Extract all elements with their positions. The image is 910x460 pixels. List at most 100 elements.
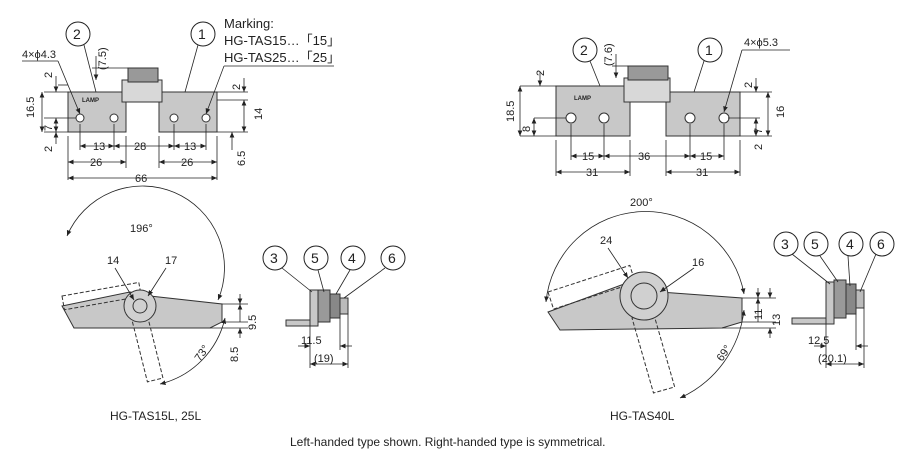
dim-2a: 2 — [43, 72, 55, 78]
dim-14: 14 — [253, 108, 265, 120]
callout-1-large — [697, 37, 723, 63]
dim-14: 14 — [107, 255, 119, 267]
dim-7-6: (7.6) — [603, 43, 615, 66]
callout-3-large — [773, 231, 799, 257]
dim-7-5: (7.5) — [97, 47, 109, 70]
marking-title: Marking: — [224, 16, 274, 31]
dim-18-5: 18.5 — [505, 101, 517, 122]
dim-6-5: 6.5 — [236, 151, 248, 166]
dim-19: (19) — [314, 353, 334, 365]
dim-12-5: 12.5 — [808, 335, 829, 347]
end-view-small: 11.5 (19) 3 5 4 6 — [262, 245, 406, 368]
knuckle — [623, 77, 671, 103]
callout-6-large — [869, 231, 895, 257]
leaf-left — [555, 85, 631, 137]
dim-24: 24 — [600, 235, 612, 247]
callout-4-small — [340, 245, 366, 271]
dim-13: 13 — [771, 314, 783, 326]
leaf-edge — [309, 289, 319, 327]
callout-3-small — [262, 245, 288, 271]
leaf-open-phantom — [61, 281, 142, 311]
dim-15a: 15 — [582, 151, 594, 163]
callout-2-label: 2 — [580, 42, 588, 58]
callout-4-label: 4 — [348, 250, 356, 266]
dim-20-1: (20.1) — [818, 353, 847, 365]
dim-15b: 15 — [700, 151, 712, 163]
callout-5-label: 5 — [811, 236, 819, 252]
nut — [329, 293, 341, 319]
mount-hole — [565, 112, 577, 124]
callout-1-label: 1 — [198, 26, 206, 42]
dim-26b: 26 — [181, 157, 193, 169]
callout-3-label: 3 — [270, 250, 278, 266]
dim-13a: 13 — [93, 141, 105, 153]
dim-31b: 31 — [696, 167, 708, 179]
mount-hole — [684, 112, 696, 124]
callout-5-small — [303, 245, 329, 271]
dim-9-5: 9.5 — [247, 315, 259, 330]
footnote: Left-handed type shown. Right-handed typ… — [290, 435, 606, 449]
nut-top — [627, 65, 669, 81]
knuckle-circle — [619, 271, 669, 321]
washer — [317, 289, 331, 323]
hole-spec-large: 4×ϕ5.3 — [744, 37, 778, 49]
dim-2c: 2 — [753, 144, 765, 150]
nut-top — [127, 67, 159, 83]
dim-17: 17 — [165, 255, 177, 267]
callout-4-label: 4 — [846, 236, 854, 252]
callout-2-label: 2 — [73, 26, 81, 42]
dim-73: 73° — [193, 343, 212, 364]
callout-1-label: 1 — [705, 42, 713, 58]
callout-2-small — [65, 21, 91, 47]
dim-11: 11 — [753, 309, 765, 320]
screw-head — [339, 297, 349, 315]
callout-5-large — [803, 231, 829, 257]
leaf-edge — [825, 281, 835, 325]
callout-4-large — [838, 231, 864, 257]
callout-3-label: 3 — [781, 236, 789, 252]
dim-200: 200° — [630, 197, 653, 209]
dim-36: 36 — [638, 151, 650, 163]
side-view-large: 200° 24 16 69° 11 13 HG-TAS40L — [544, 197, 783, 423]
dim-26a: 26 — [90, 157, 102, 169]
caption-small: HG-TAS15L, 25L — [110, 409, 201, 423]
callout-6-label: 6 — [388, 250, 396, 266]
mount-hole — [718, 112, 730, 124]
screw-head — [855, 289, 865, 309]
dim-8-5: 8.5 — [229, 347, 241, 362]
logo-mark: LAMP — [82, 98, 99, 104]
mount-hole — [201, 113, 211, 123]
nut — [845, 283, 857, 315]
caption-large: HG-TAS40L — [610, 409, 675, 423]
plan-view-small: LAMP — [22, 16, 340, 185]
end-view-large: 12.5 (20.1) 3 5 4 6 — [773, 231, 895, 368]
dim-13b: 13 — [184, 141, 196, 153]
dim-11-5: 11.5 — [301, 335, 322, 347]
marking-line1: HG-TAS15…「15」 — [224, 33, 340, 48]
knuckle-circle — [123, 289, 157, 323]
leaf-rotated-phantom — [631, 311, 676, 394]
callout-6-label: 6 — [877, 236, 885, 252]
dim-16: 16 — [692, 257, 704, 269]
dim-66: 66 — [135, 173, 147, 185]
leaf-right — [158, 91, 218, 133]
dim-7: 7 — [43, 125, 55, 131]
plan-view-large: LAMP 15 36 15 31 31 — [505, 37, 790, 179]
mount-hole — [169, 113, 179, 123]
mount-hole — [598, 112, 610, 124]
dim-7: 7 — [753, 128, 765, 134]
washer — [833, 279, 847, 319]
hole-spec-small: 4×ϕ4.3 — [22, 49, 56, 61]
dim-2a: 2 — [535, 70, 547, 76]
callout-2-large — [572, 37, 598, 63]
dim-2b: 2 — [743, 82, 755, 88]
callout-5-label: 5 — [311, 250, 319, 266]
side-view-small: 196° 14 17 73° 9.5 8.5 HG-TAS15L, 25L — [61, 185, 259, 423]
logo-mark: LAMP — [574, 96, 591, 102]
callout-6-small — [380, 245, 406, 271]
dim-2b: 2 — [43, 146, 55, 152]
dim-8: 8 — [521, 126, 533, 132]
leaf-open-phantom — [547, 264, 636, 310]
marking-line2: HG-TAS25…「25」 — [224, 50, 340, 65]
